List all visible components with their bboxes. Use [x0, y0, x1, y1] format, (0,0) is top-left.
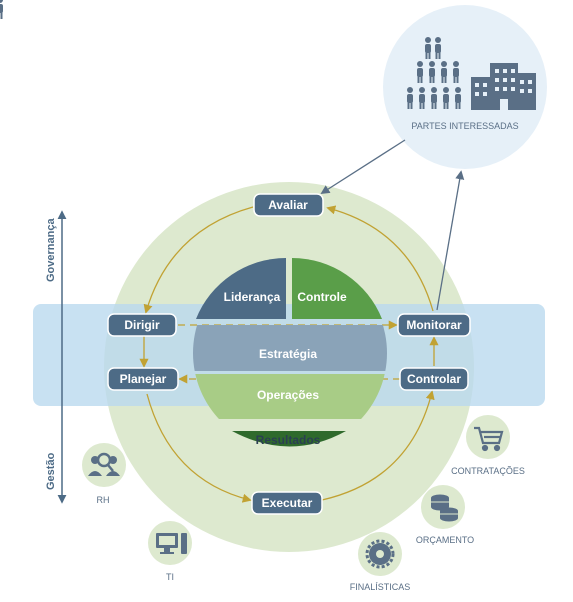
area-rh: RH — [82, 443, 126, 505]
area-finalisticas: FINALÍSTICAS — [350, 532, 411, 592]
area-contratacoes: CONTRATAÇÕES — [451, 415, 525, 476]
people-group-icon — [0, 0, 461, 109]
area-rh-label: RH — [97, 495, 110, 505]
resultados-label: Resultados — [256, 433, 321, 447]
controle-label: Controle — [297, 290, 347, 304]
node-executar[interactable]: Executar — [251, 491, 323, 515]
node-avaliar-label: Avaliar — [268, 198, 308, 212]
node-executar-label: Executar — [262, 496, 313, 510]
area-contratacoes-label: CONTRATAÇÕES — [451, 466, 525, 476]
controle-quadrant — [292, 258, 382, 319]
operacoes-band — [193, 374, 387, 419]
node-avaliar[interactable]: Avaliar — [253, 193, 324, 217]
node-dirigir[interactable]: Dirigir — [107, 313, 177, 337]
area-orcamento: ORÇAMENTO — [416, 485, 474, 545]
lideranca-label: Liderança — [224, 290, 281, 304]
arc-executar-controlar — [321, 390, 435, 501]
node-controlar-label: Controlar — [407, 372, 461, 386]
arc-avaliar-dirigir — [143, 206, 254, 314]
computer-icon — [156, 533, 187, 554]
stakeholders-circle — [383, 5, 547, 169]
people-search-icon — [88, 452, 120, 476]
monitorar-to-stakeholders-arrow — [436, 170, 465, 311]
resultados-shape — [232, 431, 346, 447]
area-finalisticas-label: FINALÍSTICAS — [350, 582, 411, 592]
governanca-label: Governança — [45, 218, 57, 282]
estrategia-band — [193, 325, 387, 371]
arc-monitorar-avaliar — [326, 205, 434, 312]
node-monitorar-label: Monitorar — [406, 318, 462, 332]
node-dirigir-label: Dirigir — [124, 318, 160, 332]
node-monitorar[interactable]: Monitorar — [397, 313, 471, 337]
area-orcamento-label: ORÇAMENTO — [416, 535, 474, 545]
lideranca-quadrant — [196, 258, 286, 319]
gear-icon — [365, 539, 395, 569]
node-controlar[interactable]: Controlar — [399, 367, 469, 391]
building-icon — [471, 63, 536, 110]
estrategia-label: Estratégia — [259, 347, 317, 361]
cart-icon — [474, 426, 504, 452]
stakeholders-to-avaliar-arrow — [320, 139, 406, 194]
area-ti-label: TI — [166, 572, 174, 582]
operacoes-label: Operações — [257, 388, 319, 402]
area-ti: TI — [148, 521, 192, 582]
node-planejar[interactable]: Planejar — [107, 367, 179, 391]
arc-planejar-executar — [146, 393, 252, 503]
stakeholders-label: PARTES INTERESSADAS — [411, 121, 518, 131]
coins-icon — [431, 494, 458, 522]
node-planejar-label: Planejar — [120, 372, 167, 386]
gestao-label: Gestão — [45, 452, 57, 490]
